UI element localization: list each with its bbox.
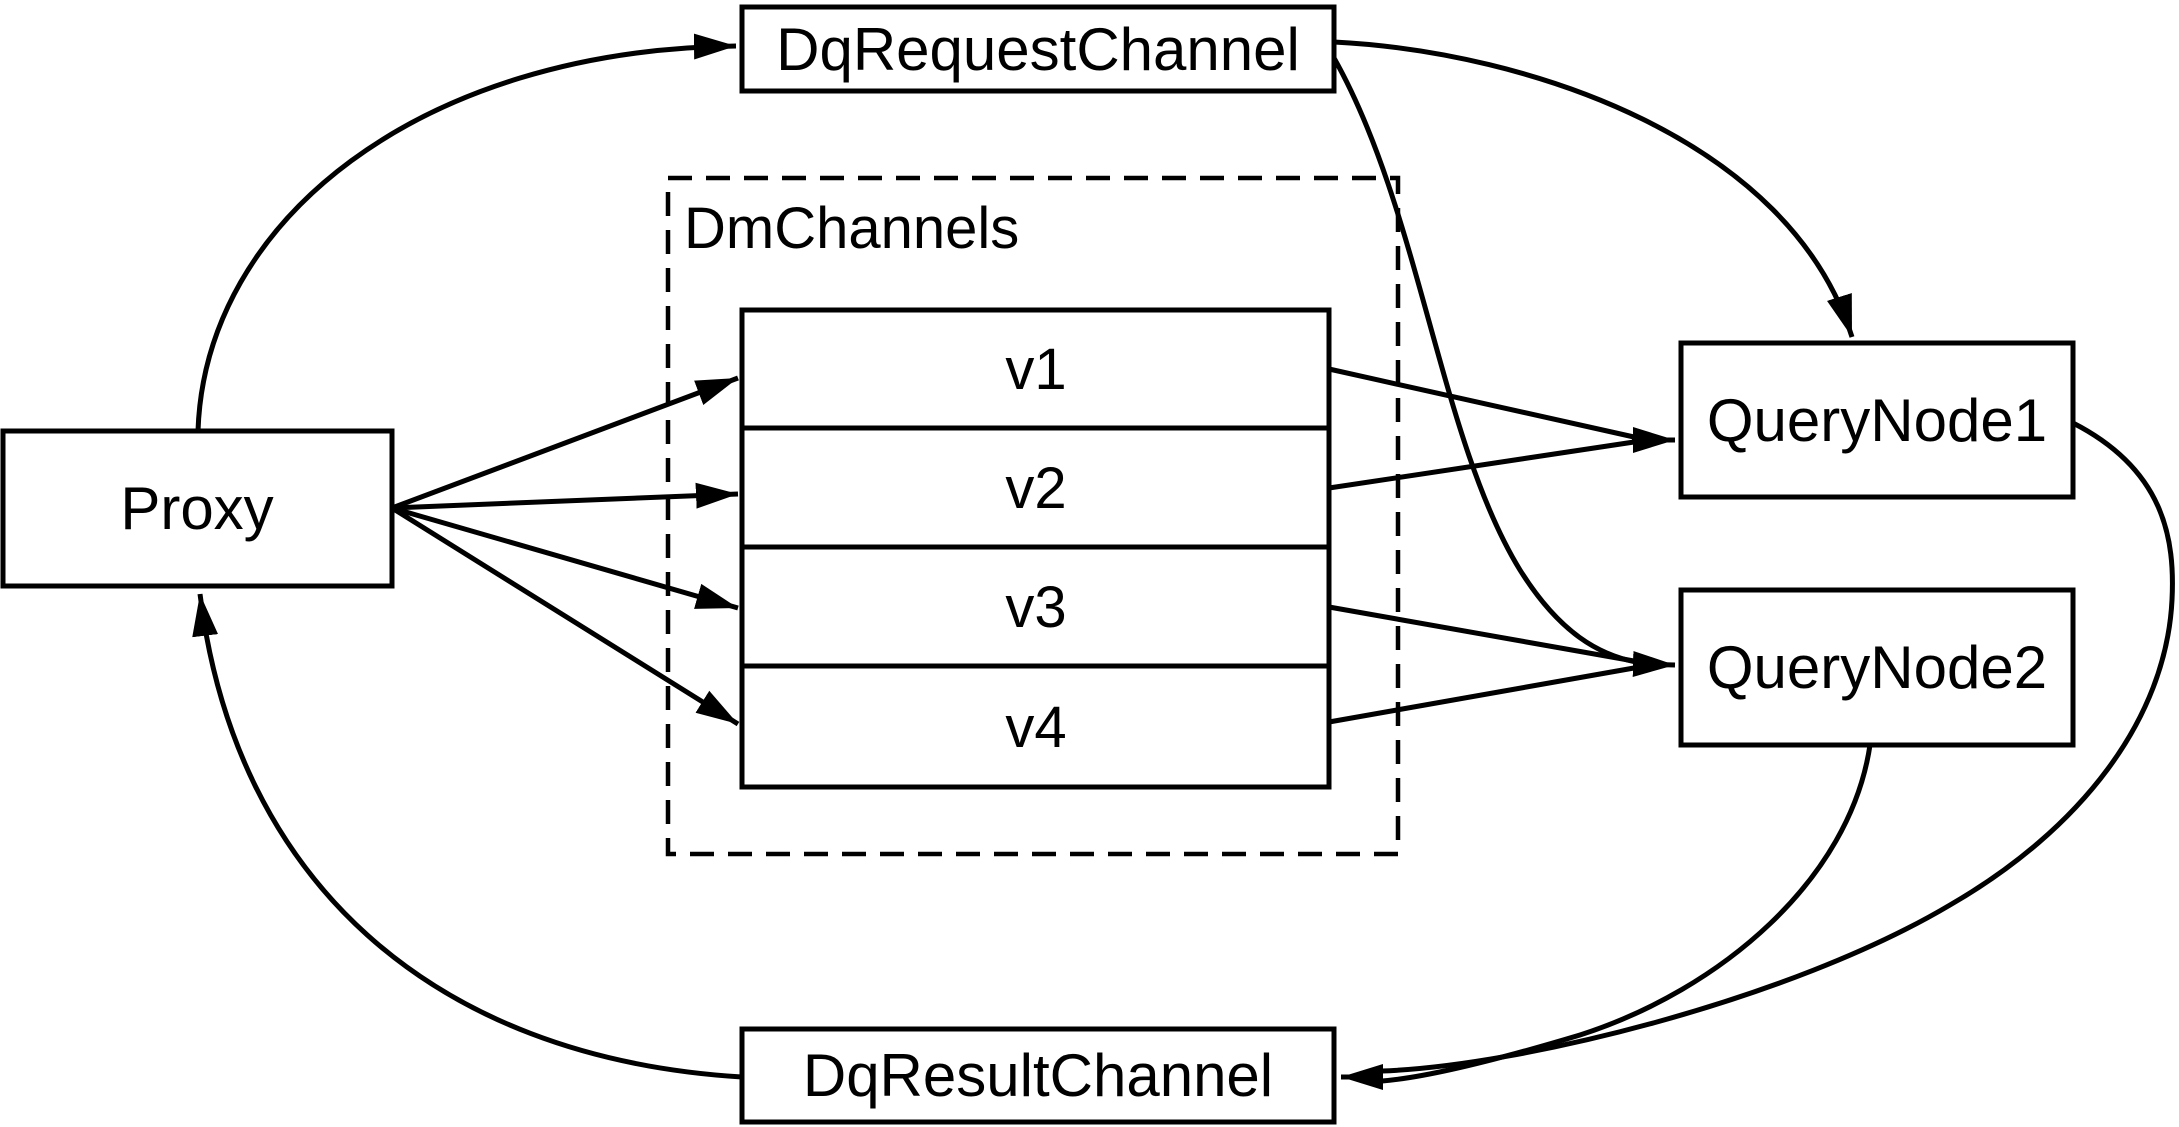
edge-proxy-to-v1 [391, 375, 739, 511]
edge-proxy-to-dq-request-channel [195, 33, 737, 432]
edge-v3-to-query-node-2 [1328, 604, 1635, 664]
edge-dq-result-channel-to-proxy [192, 593, 743, 1080]
edge-v2-to-query-node-1 [1328, 439, 1635, 491]
edge-proxy-to-v3 [391, 505, 739, 611]
edge-proxy-to-v2 [391, 482, 739, 511]
channel-v4-label: v4 [1005, 695, 1066, 760]
edge-dq-request-channel-to-query-node-1 [1333, 39, 1855, 338]
edge-v4-to-query-node-2 [1328, 665, 1635, 725]
proxy-node [0, 428, 395, 589]
edge-query-node-1-to-dq-result-channel [1381, 420, 2175, 1074]
edge-dq-request-channel-to-query-node-2 [1331, 56, 1637, 665]
channel-v2-label: v2 [1005, 456, 1066, 521]
channel-v3-label: v3 [1005, 575, 1066, 640]
dm-channels-label: DmChannels [684, 196, 1019, 261]
dq-request-channel-node [739, 4, 1337, 94]
dq-result-channel-label: DqResultChannel [803, 1042, 1273, 1109]
arrow-into-query-node-2 [1632, 650, 1676, 677]
channel-v1-label: v1 [1005, 337, 1066, 402]
dm-channels-group [665, 175, 1401, 857]
edge-query-node-2-to-dq-result-channel [1381, 744, 1873, 1084]
edge-v1-to-query-node-1 [1328, 366, 1635, 440]
edge-proxy-to-v4 [390, 505, 740, 727]
query-node-2-node [1678, 587, 2076, 748]
query-node-2-label: QueryNode2 [1707, 634, 2047, 701]
proxy-label: Proxy [120, 475, 273, 542]
dq-request-channel-label: DqRequestChannel [776, 16, 1300, 83]
query-node-1-label: QueryNode1 [1707, 387, 2047, 454]
query-node-1-node [1678, 340, 2076, 500]
dq-result-channel-node [739, 1026, 1337, 1125]
